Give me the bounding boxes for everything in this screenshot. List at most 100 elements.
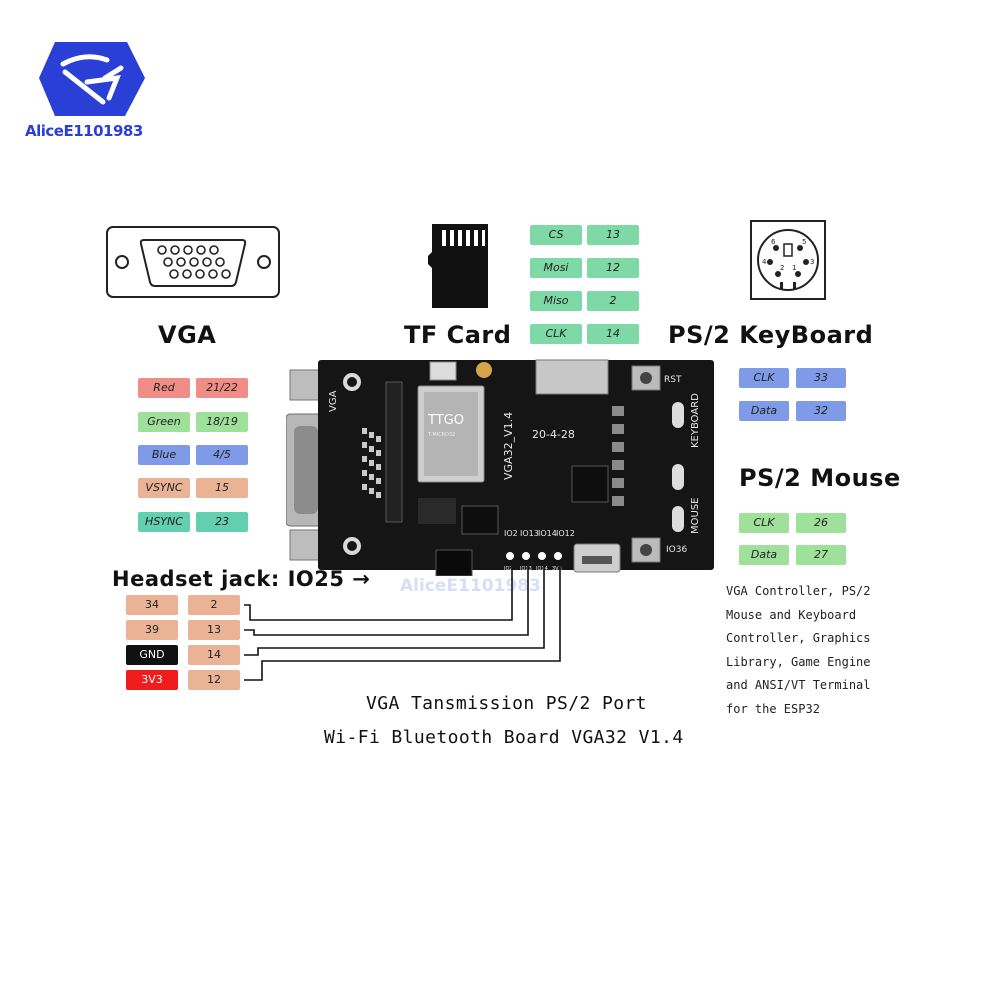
board-vga-pin [376, 464, 381, 470]
ps2-connector-icon: 6 5 4 3 2 1 [750, 220, 826, 300]
tf-chip-cs-pin: 13 [587, 225, 639, 245]
ps2-keyboard-heading: PS/2 KeyBoard [668, 321, 874, 349]
vga-chip-green-name: Green [138, 412, 190, 432]
caption-line-1: VGA Tansmission PS/2 Port [366, 693, 647, 714]
logo-text: AliceE1101983 [25, 122, 143, 140]
board-io-label-2: IO13 [520, 529, 539, 538]
description-line-1: VGA Controller, PS/2 [726, 584, 871, 598]
vga-hole [157, 245, 167, 255]
board-vga-label: VGA [328, 390, 339, 412]
board-vga-pin [362, 442, 367, 448]
board-pin-label-2: IO13 [520, 566, 532, 572]
board-vga-pin [376, 450, 381, 456]
vga-chip-red-name: Red [138, 378, 190, 398]
mouse-chip-clk-pin: 26 [796, 513, 846, 533]
sd-card-icon [428, 222, 492, 310]
header-chip-39: 39 [126, 620, 178, 640]
vga-hole [195, 269, 205, 279]
tf-card-heading: TF Card [404, 321, 512, 349]
board-vga-pin [362, 428, 367, 434]
board-vga-pin [369, 474, 374, 480]
tf-chip-clk-name: CLK [530, 324, 582, 344]
vga-hole [170, 245, 180, 255]
board-name-label: VGA32_V1.4 [502, 412, 515, 480]
header-chip-34: 34 [126, 595, 178, 615]
caption-line-2: Wi-Fi Bluetooth Board VGA32 V1.4 [324, 727, 684, 748]
vga-hole [163, 257, 173, 267]
vga-chip-blue-name: Blue [138, 445, 190, 465]
board-io-label-1: IO2 [504, 529, 518, 538]
vga32-board: VGA TTGO T-MICRO32 VGA32_V1.4 20-4-28 [285, 356, 718, 577]
tf-chip-cs-name: CS [530, 225, 582, 245]
vga-hole [202, 257, 212, 267]
board-mouse-label: MOUSE [690, 498, 701, 534]
vga-hole [215, 257, 225, 267]
vga-hole [169, 269, 179, 279]
vga-heading: VGA [158, 321, 217, 349]
vga-hole [182, 269, 192, 279]
header-chip-13: 13 [188, 620, 240, 640]
vga-hole [209, 245, 219, 255]
board-vga-pin [362, 484, 367, 490]
vga-chip-green-pin: 18/19 [196, 412, 248, 432]
ps2-pin-2: 2 [780, 264, 784, 272]
header-chip-2: 2 [188, 595, 240, 615]
vga-hole [221, 269, 231, 279]
ps2-pin-1: 1 [792, 264, 796, 272]
board-vga-pin [376, 478, 381, 484]
tf-chip-mosi-pin: 12 [587, 258, 639, 278]
description-line-4: Library, Game Engine [726, 654, 871, 669]
tf-chip-miso-pin: 2 [587, 291, 639, 311]
header-chip-14: 14 [188, 645, 240, 665]
kb-chip-data-name: Data [739, 401, 789, 421]
vga-chip-vsync-name: VSYNC [138, 478, 190, 498]
board-smd-part [612, 496, 624, 506]
vga-hole [176, 257, 186, 267]
description-line-6: for the ESP32 [726, 701, 820, 716]
board-vga-pin [369, 460, 374, 466]
description: VGA Controller, PS/2 Mouse and Keyboard … [726, 580, 871, 721]
kb-chip-clk-pin: 33 [796, 368, 846, 388]
header-chip-gnd: GND [126, 645, 178, 665]
board-pin-label-4: 3V3 [552, 566, 562, 572]
header-chip-3v3: 3V3 [126, 670, 178, 690]
description-line-5: and ANSI/VT Terminal [726, 678, 871, 692]
board-vga-pin [369, 488, 374, 494]
ps2-pin-5: 5 [802, 238, 806, 246]
ps2-pin-4: 4 [762, 258, 767, 266]
board-smd-part [612, 424, 624, 434]
board-pin-label-1: IO2 [504, 566, 513, 572]
mouse-chip-data-name: Data [739, 545, 789, 565]
kb-chip-clk-name: CLK [739, 368, 789, 388]
mouse-chip-clk-name: CLK [739, 513, 789, 533]
tf-chip-mosi-name: Mosi [530, 258, 582, 278]
board-module-sub: T-MICRO32 [427, 432, 455, 438]
mouse-chip-data-pin: 27 [796, 545, 846, 565]
board-pin-label-3: IO14 [536, 566, 548, 572]
vga-hole [183, 245, 193, 255]
board-io36-label: IO36 [666, 545, 687, 555]
ps2-mouse-heading: PS/2 Mouse [739, 464, 901, 492]
header-chip-12: 12 [188, 670, 240, 690]
vga-chip-vsync-pin: 15 [196, 478, 248, 498]
headset-jack-heading: Headset jack: IO25 → [112, 567, 371, 591]
ps2-pin-6: 6 [771, 238, 776, 246]
board-smd-part [612, 460, 624, 470]
board-io-label-3: IO14 [538, 529, 557, 538]
tf-chip-miso-name: Miso [530, 291, 582, 311]
board-io-label-4: IO12 [556, 529, 575, 538]
board-smd-part [612, 442, 624, 452]
board-module-brand: TTGO [427, 413, 464, 428]
board-smd-part [612, 478, 624, 488]
vga-connector-icon [106, 226, 280, 298]
board-vga-pin [362, 470, 367, 476]
brand-logo: AliceE1101983 [25, 38, 165, 148]
vga-hole [189, 257, 199, 267]
vga-chip-hsync-pin: 23 [196, 512, 248, 532]
board-vga-pin [376, 492, 381, 498]
board-vga-pin [362, 456, 367, 462]
board-date-label: 20-4-28 [532, 428, 575, 441]
board-rst-label: RST [664, 375, 682, 385]
vga-chip-hsync-name: HSYNC [138, 512, 190, 532]
vga-chip-blue-pin: 4/5 [196, 445, 248, 465]
